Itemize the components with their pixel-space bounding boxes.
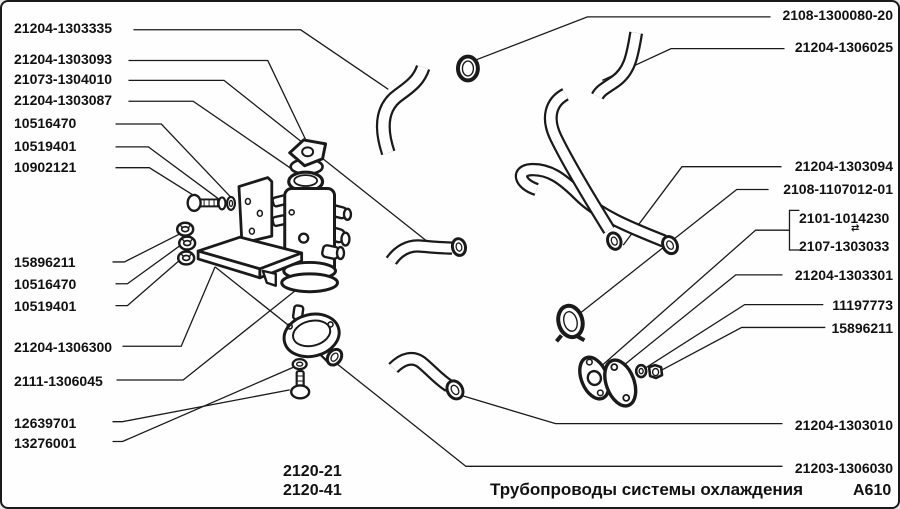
part-number-label: 21204-1303087	[14, 92, 113, 108]
leader-line	[655, 326, 826, 374]
part-number-label: 10516470	[14, 276, 77, 292]
leader-line	[476, 16, 771, 61]
interchange-symbol: ⇄	[851, 223, 860, 234]
flange-gasket-drawing	[578, 355, 611, 401]
leader-line	[115, 167, 209, 205]
interchange-bracket	[788, 209, 800, 251]
part-number-label: 13276001	[14, 435, 77, 451]
hose-branch-upper-drawing	[543, 88, 623, 251]
part-number-label: 21204-1303335	[14, 20, 113, 36]
part-number-label: 15896211	[14, 254, 76, 270]
leader-line	[112, 230, 186, 263]
hose-bypass-drawing	[591, 31, 644, 100]
leader-line	[128, 59, 309, 145]
leader-line	[622, 166, 782, 246]
leader-line	[122, 266, 216, 347]
leader-line	[133, 29, 389, 90]
part-number-label: 21204-1303093	[14, 51, 113, 67]
part-number-label: 2108-1300080-20	[782, 7, 893, 23]
part-number-label: 21204-1303301	[794, 267, 893, 283]
leader-line	[115, 146, 223, 202]
leader-line	[601, 229, 790, 366]
part-number-label: 10516470	[14, 115, 77, 131]
leader-line	[112, 366, 294, 443]
leader-line	[112, 389, 290, 423]
leader-line	[619, 274, 783, 369]
sheet-title: Трубопроводы системы охлаждения	[490, 480, 804, 499]
leader-line	[128, 100, 309, 182]
part-number-label: 2107-1303033	[799, 238, 890, 254]
part-number-label: 2108-1107012-01	[783, 181, 893, 197]
wire-clamp-icon	[554, 303, 586, 343]
part-number-label: 2101-1014230	[799, 210, 890, 226]
part-number-label: 21204-1303094	[794, 158, 893, 174]
part-number-label: 21204-1303010	[794, 417, 893, 433]
washer-icon	[634, 363, 648, 379]
hose-branch-lower-drawing	[514, 162, 679, 256]
leader-line	[641, 303, 824, 371]
part-number-label: 21203-1306030	[794, 460, 893, 476]
part-number-label: 21204-1306300	[14, 339, 113, 355]
hose-bottom-drawing	[388, 351, 465, 401]
hose-top-drawing	[375, 64, 431, 156]
leader-lines-layer	[112, 16, 826, 467]
part-number-label: 10902121	[14, 159, 77, 175]
tank-body-drawing	[271, 187, 353, 294]
part-number-label: 12639701	[14, 415, 77, 431]
part-number-label: 15896211	[831, 320, 893, 336]
nut-icon	[647, 363, 664, 380]
part-number-label: 10519401	[14, 298, 77, 314]
leader-line	[128, 79, 429, 243]
leader-line	[115, 243, 183, 285]
parts-drawing-layer	[175, 31, 679, 408]
part-number-label: 21073-1304010	[14, 71, 113, 87]
model-code-line: 2120-41	[283, 482, 342, 499]
hose-clamp-top-icon	[455, 54, 480, 83]
part-number-label: 2111-1306045	[14, 373, 103, 389]
spring-washers-drawing	[175, 221, 197, 266]
leader-line	[462, 395, 783, 425]
model-code-line: 2120-21	[283, 463, 342, 480]
model-codes: 2120-21 2120-41	[283, 462, 342, 500]
leader-line	[115, 123, 234, 200]
bracket-drawing	[196, 176, 304, 287]
leader-line	[116, 284, 304, 381]
bolt-and-washers-drawing	[186, 193, 237, 213]
outlet-cover-drawing	[282, 304, 344, 367]
cover-washer-bolt-drawing	[290, 358, 311, 400]
sheet-code: А610	[853, 482, 892, 499]
part-number-label: 10519401	[14, 138, 77, 154]
flange-plate-drawing	[603, 358, 638, 408]
part-number-label: 21204-1306025	[794, 39, 893, 55]
hose-middle-drawing	[385, 237, 468, 266]
tank-cap-drawing	[288, 138, 328, 176]
leader-line	[578, 188, 769, 316]
leader-line	[115, 257, 183, 307]
part-number-label: 11197773	[832, 297, 893, 313]
